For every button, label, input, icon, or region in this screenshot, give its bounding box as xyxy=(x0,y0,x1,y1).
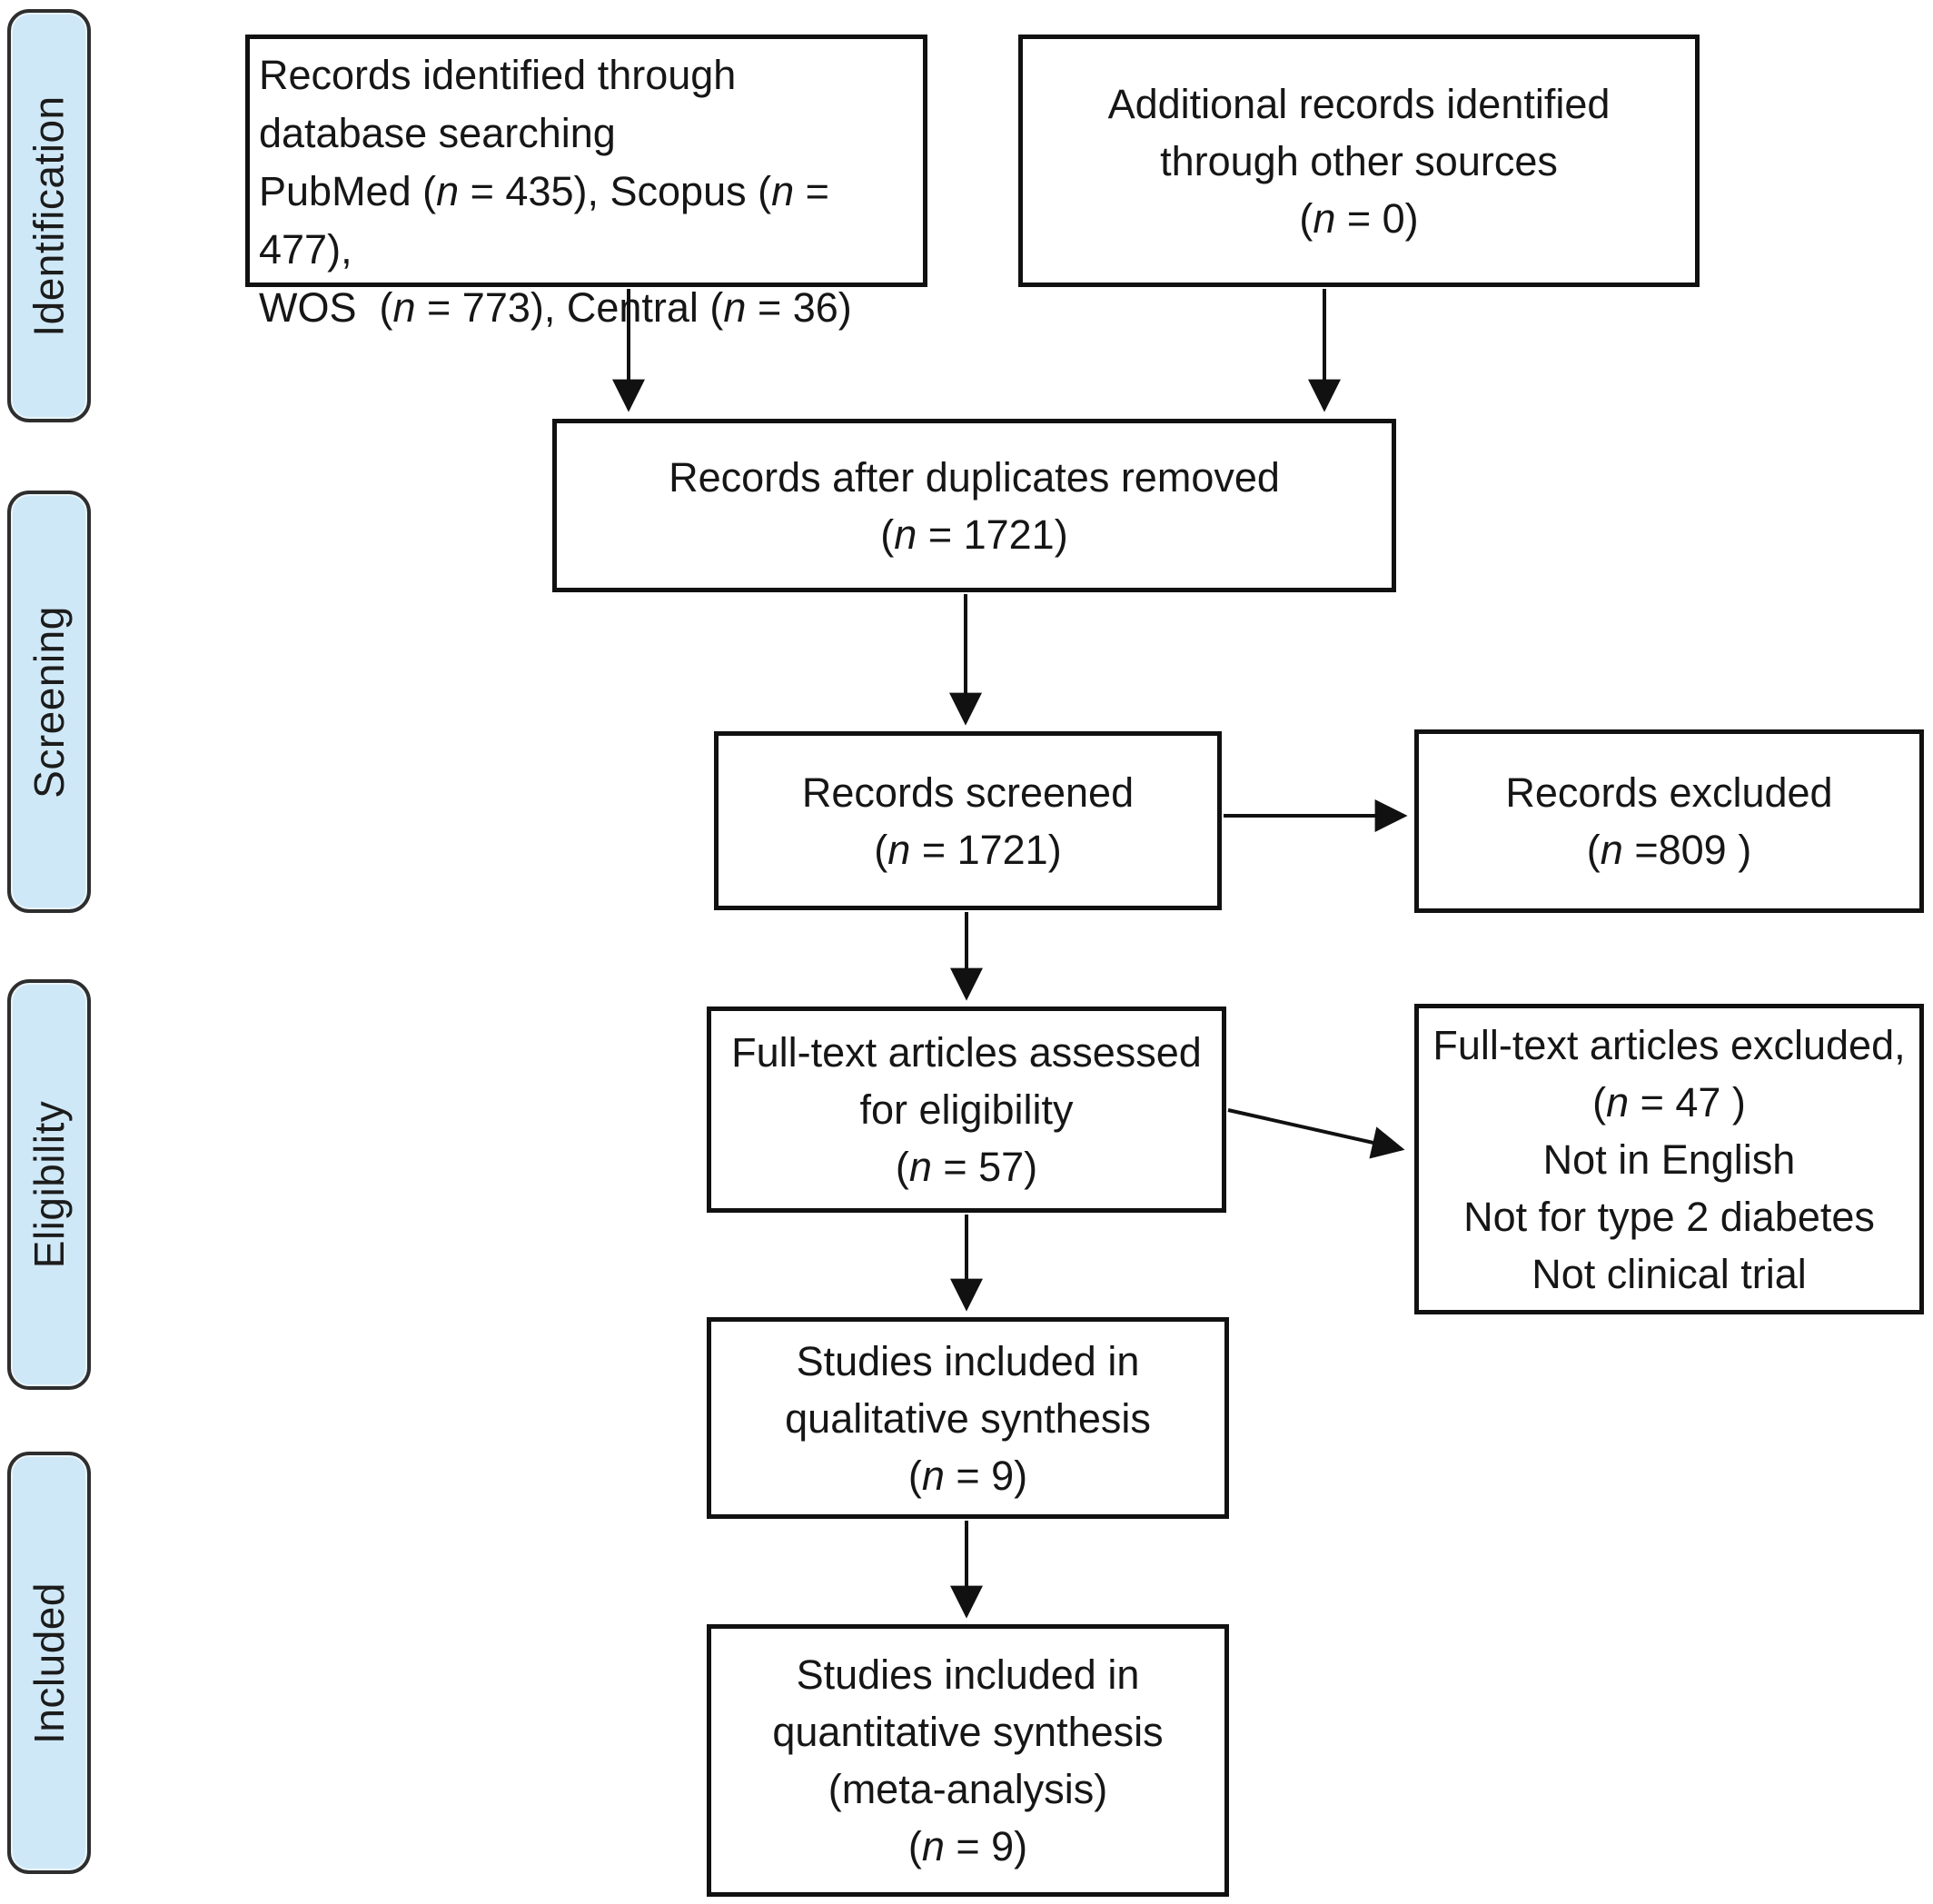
box-line: Not clinical trial xyxy=(1532,1250,1807,1297)
box-line: (n = 0) xyxy=(1299,194,1419,242)
box-line: Full-text articles assessed xyxy=(731,1029,1202,1076)
stage-eligibility-label: Eligibility xyxy=(25,1100,74,1269)
box-line: Full-text articles excluded, xyxy=(1432,1021,1906,1068)
box-line: WOS (n = 773), Central (n = 36) xyxy=(259,284,852,331)
box-qualitative: Studies included in qualitative synthesis… xyxy=(707,1317,1229,1519)
box-line: quantitative synthesis xyxy=(772,1709,1164,1755)
box-line: (n = 1721) xyxy=(874,826,1062,873)
box-line: (n = 9) xyxy=(907,1823,1028,1869)
arrow-fulltext-to-fulltext-excluded xyxy=(1227,1108,1405,1159)
box-fulltext-excluded: Full-text articles excluded, (n = 47 ) Not… xyxy=(1414,1004,1924,1314)
box-duplicates-removed: Records after duplicates removed (n = 172… xyxy=(552,419,1396,592)
box-fulltext-assessed: Full-text articles assessed for eligibili… xyxy=(707,1007,1226,1213)
box-additional-records: Additional records identified through oth… xyxy=(1018,35,1700,287)
stage-screening-label: Screening xyxy=(25,605,74,798)
box-line: for eligibility xyxy=(859,1086,1074,1133)
box-line: Studies included in xyxy=(796,1651,1140,1698)
stage-identification-label: Identification xyxy=(25,94,73,337)
box-line: Records after duplicates removed xyxy=(669,453,1280,501)
box-line: Not for type 2 diabetes xyxy=(1463,1193,1875,1240)
box-line: Additional records identified xyxy=(1107,80,1611,127)
stage-identification: Identification xyxy=(7,9,91,422)
box-line: Records screened xyxy=(801,769,1135,816)
stage-included: Included xyxy=(7,1452,91,1874)
box-line: Studies included in xyxy=(796,1337,1140,1384)
box-line: Not in English xyxy=(1542,1135,1796,1183)
box-line: (n =809 ) xyxy=(1586,827,1752,873)
box-line: Records excluded xyxy=(1505,769,1833,816)
stage-eligibility: Eligibility xyxy=(7,979,91,1390)
box-records-screened: Records screened (n = 1721) xyxy=(714,731,1222,910)
box-quantitative: Studies included in quantitative synthesi… xyxy=(707,1624,1229,1897)
box-line: Records identified through xyxy=(259,52,737,98)
box-records-identified: Records identified through database searc… xyxy=(245,35,927,331)
box-line: database searching xyxy=(259,110,616,156)
box-line: (n = 57) xyxy=(895,1144,1038,1190)
stage-included-label: Included xyxy=(25,1582,74,1744)
box-line: (n = 9) xyxy=(907,1452,1028,1499)
box-line: qualitative synthesis xyxy=(785,1394,1151,1442)
box-records-excluded: Records excluded (n =809 ) xyxy=(1414,729,1924,913)
box-line: (n = 47 ) xyxy=(1592,1078,1746,1126)
stage-screening: Screening xyxy=(7,491,91,913)
box-line: (n = 1721) xyxy=(880,511,1068,558)
box-line: (meta-analysis) xyxy=(828,1766,1108,1812)
box-line: through other sources xyxy=(1160,137,1558,184)
box-line: PubMed (n = 435), Scopus (n = 477), xyxy=(259,168,841,273)
